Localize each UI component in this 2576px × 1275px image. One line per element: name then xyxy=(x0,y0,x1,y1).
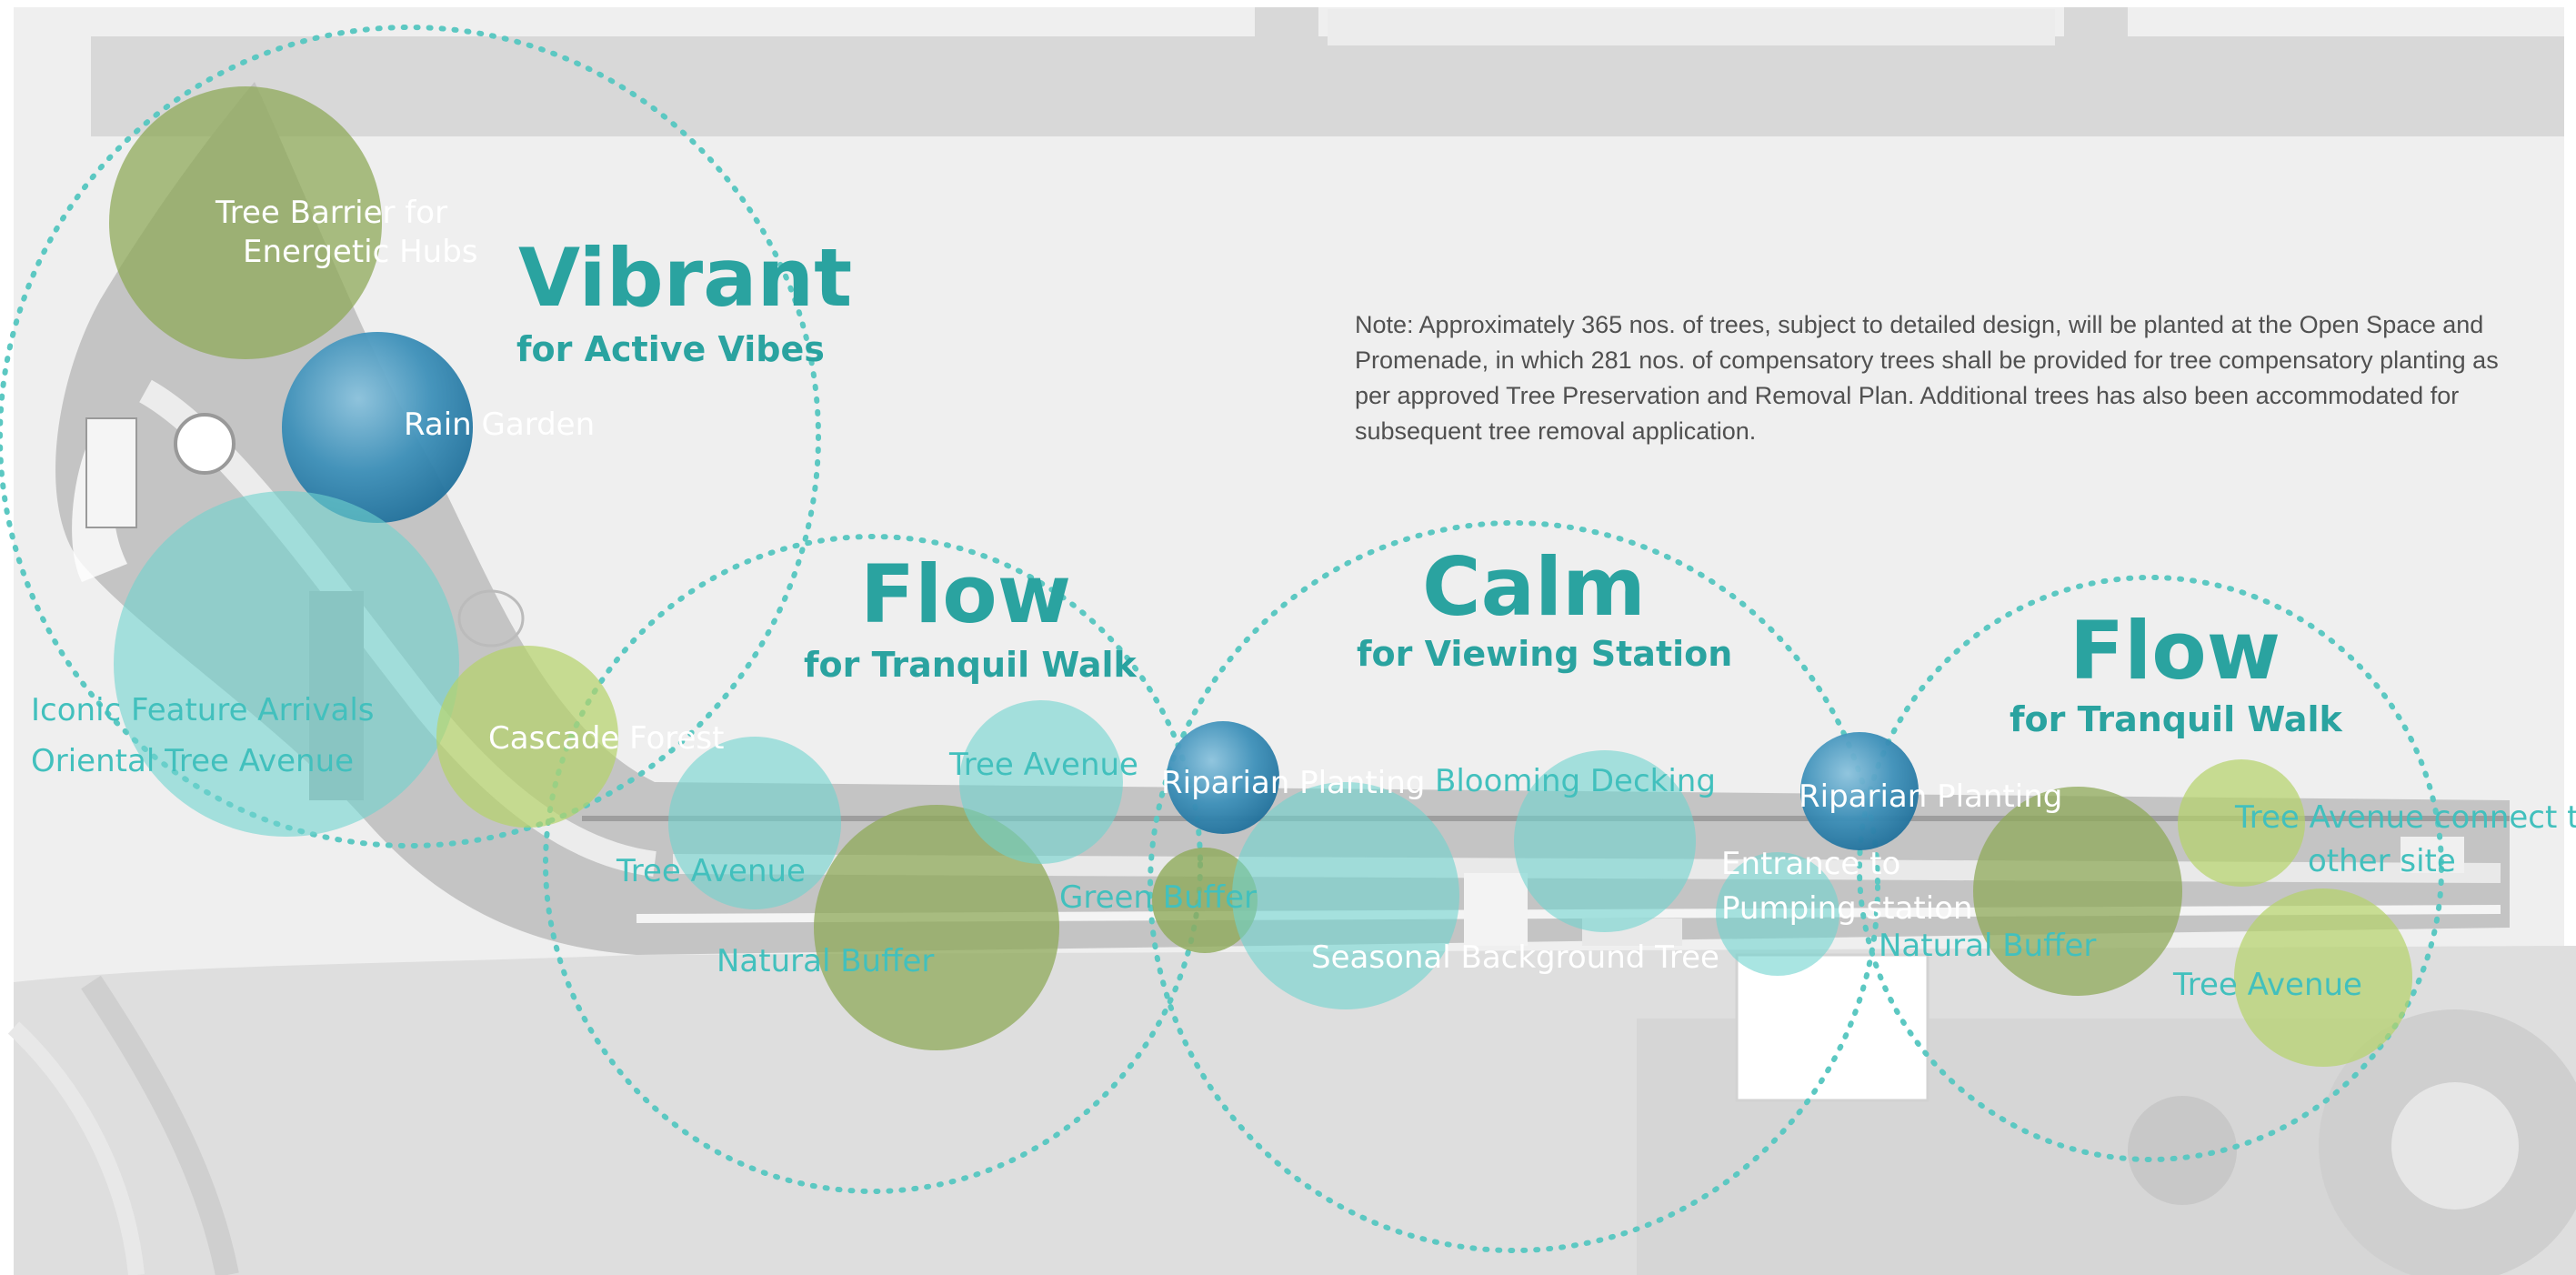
label-oriental-avenue: Oriental Tree Avenue xyxy=(31,743,355,779)
label-natural-buffer-2: Natural Buffer xyxy=(1879,928,2097,964)
circle-entrance-pumping xyxy=(1716,852,1839,976)
label-blooming-decking: Blooming Decking xyxy=(1435,763,1716,799)
label-seasonal-background: Seasonal Background Tree xyxy=(1311,939,1719,976)
zone-title-vibrant: Vibrant xyxy=(518,231,853,325)
zone-subtitle-flow-1: for Tranquil Walk xyxy=(804,645,1137,685)
zone-ring-flow-2 xyxy=(1857,575,2444,1162)
label-iconic-feature: Iconic Feature Arrivals xyxy=(31,692,375,728)
circle-seasonal-background xyxy=(1232,782,1459,1009)
tree-planting-note: Note: Approximately 365 nos. of trees, s… xyxy=(1355,311,2499,445)
zone-title-flow-2: Flow xyxy=(2070,604,2281,698)
zone-ring-calm xyxy=(1148,520,1880,1253)
circle-tree-avenue-1 xyxy=(668,737,841,909)
label-tree-avenue-connect: Tree Avenue connect to xyxy=(2235,799,2576,836)
circle-natural-buffer-1 xyxy=(814,805,1059,1050)
label-tree-avenue-1: Tree Avenue xyxy=(616,853,806,889)
circle-cascade-forest xyxy=(436,646,618,828)
context-roads xyxy=(7,7,2576,1275)
label-other-site: other site xyxy=(2308,843,2456,879)
label-entrance-to: Entrance to xyxy=(1721,846,1901,882)
zone-title-flow-1: Flow xyxy=(860,547,1072,641)
planting-circles xyxy=(109,86,2412,1067)
zone-subtitle-vibrant: for Active Vibes xyxy=(516,329,825,369)
label-energetic-hubs: Energetic Hubs xyxy=(243,234,478,270)
circle-tree-avenue-connect xyxy=(2178,759,2305,887)
circle-natural-buffer-2 xyxy=(1973,787,2182,996)
circle-blooming-decking xyxy=(1514,750,1696,932)
label-rain-garden: Rain Garden xyxy=(404,407,596,443)
circle-rain-garden xyxy=(282,332,473,523)
circle-riparian-1 xyxy=(1167,721,1279,834)
label-cascade-forest: Cascade Forest xyxy=(488,720,725,757)
label-natural-buffer-1: Natural Buffer xyxy=(717,943,935,979)
circle-riparian-2 xyxy=(1800,732,1919,850)
label-green-buffer: Green Buffer xyxy=(1059,879,1257,916)
circle-tree-avenue-3 xyxy=(2234,888,2412,1067)
label-tree-barrier: Tree Barrier for xyxy=(216,195,448,231)
zone-title-calm: Calm xyxy=(1422,540,1646,634)
circle-tree-avenue-2 xyxy=(959,700,1123,864)
circle-iconic-feature xyxy=(114,491,459,837)
zone-ring-vibrant xyxy=(0,25,821,848)
label-riparian-2: Riparian Planting xyxy=(1799,778,2063,815)
label-tree-avenue-2: Tree Avenue xyxy=(949,747,1138,783)
label-riparian-1: Riparian Planting xyxy=(1161,765,1426,801)
circle-tree-barrier xyxy=(109,86,382,359)
label-tree-avenue-3: Tree Avenue xyxy=(2173,967,2362,1003)
zone-subtitle-flow-2: for Tranquil Walk xyxy=(2010,699,2342,739)
label-pumping-station: Pumping station xyxy=(1721,890,1973,927)
circle-green-buffer xyxy=(1152,848,1258,953)
zone-subtitle-calm: for Viewing Station xyxy=(1357,634,1733,674)
